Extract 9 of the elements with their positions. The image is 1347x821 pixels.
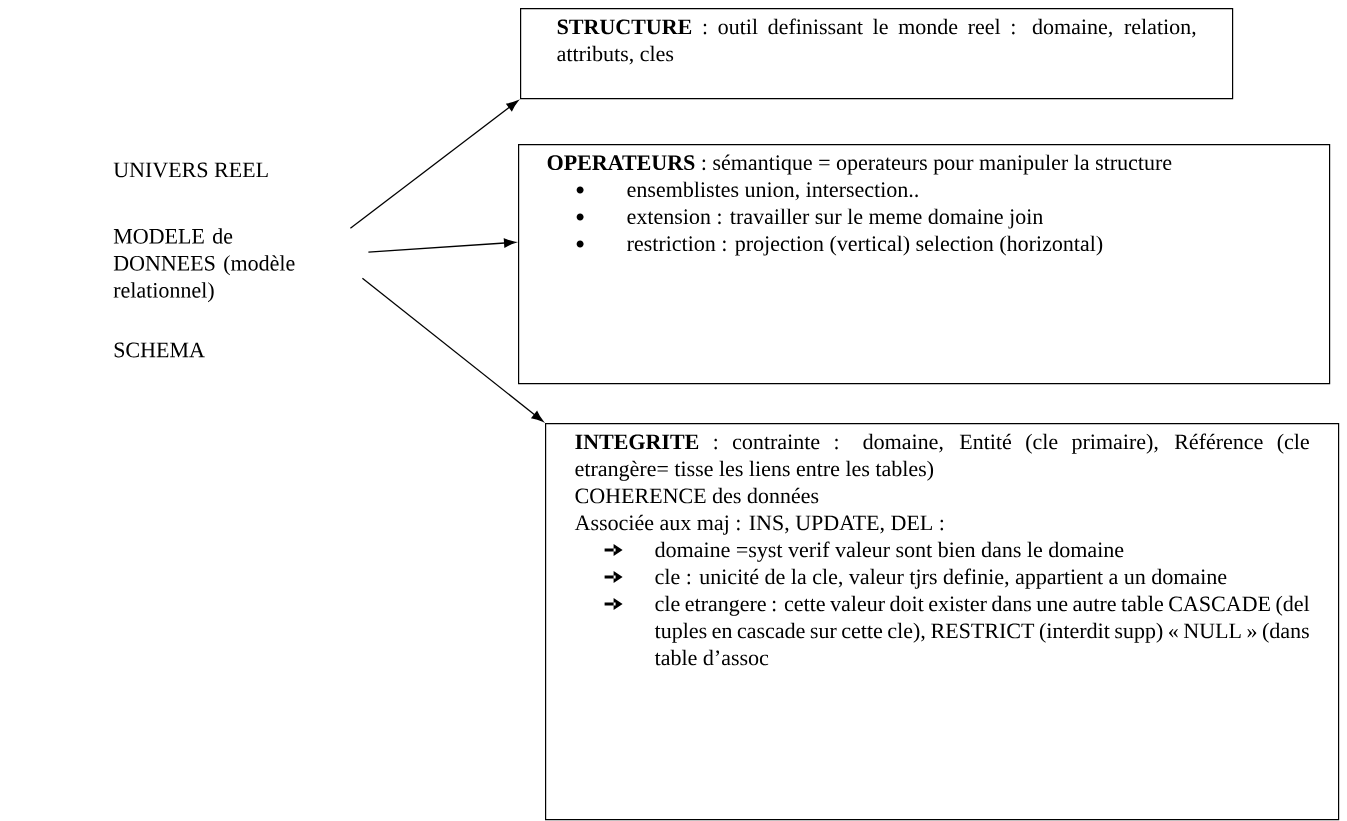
label: UNIVERS REEL — [113, 162, 268, 178]
text-box: OPERATEURS : sémantique = operateurs pour manipuler la structure ensemblistes union, intersection.. extension : travailler sur le meme domaine join restriction : projection (vertical) selection (horizontal) — [518, 144, 1331, 385]
text-box: INTEGRITE : contrainte : domaine, Entité (cle primaire), Référence (cle etrangère= tisse les liens entre les tables) COHERENCE des données Associée aux maj : INS, UPDATE, DEL : domaine =syst verif valeur sont bien dans le domaine cle : unicité de la cle, valeur tjrs definie, appartient a un domaine cle etrangere : cette valeur doit exister dans une autre table CASCADE (del tuples en cascade sur cette cle), RESTRICT (interdit supp) « NULL » (dans table d’assoc — [545, 423, 1340, 821]
label: SCHEMA — [114, 342, 205, 358]
arrow — [367, 238, 516, 253]
arrow — [349, 100, 519, 229]
arrow — [361, 277, 544, 422]
text-box: STRUCTURE : outil definissant le monde reel : domaine, relation, attributs, cles — [520, 8, 1234, 100]
node-text: MODELE de DONNEES (modèle relationnel) — [113, 228, 295, 303]
